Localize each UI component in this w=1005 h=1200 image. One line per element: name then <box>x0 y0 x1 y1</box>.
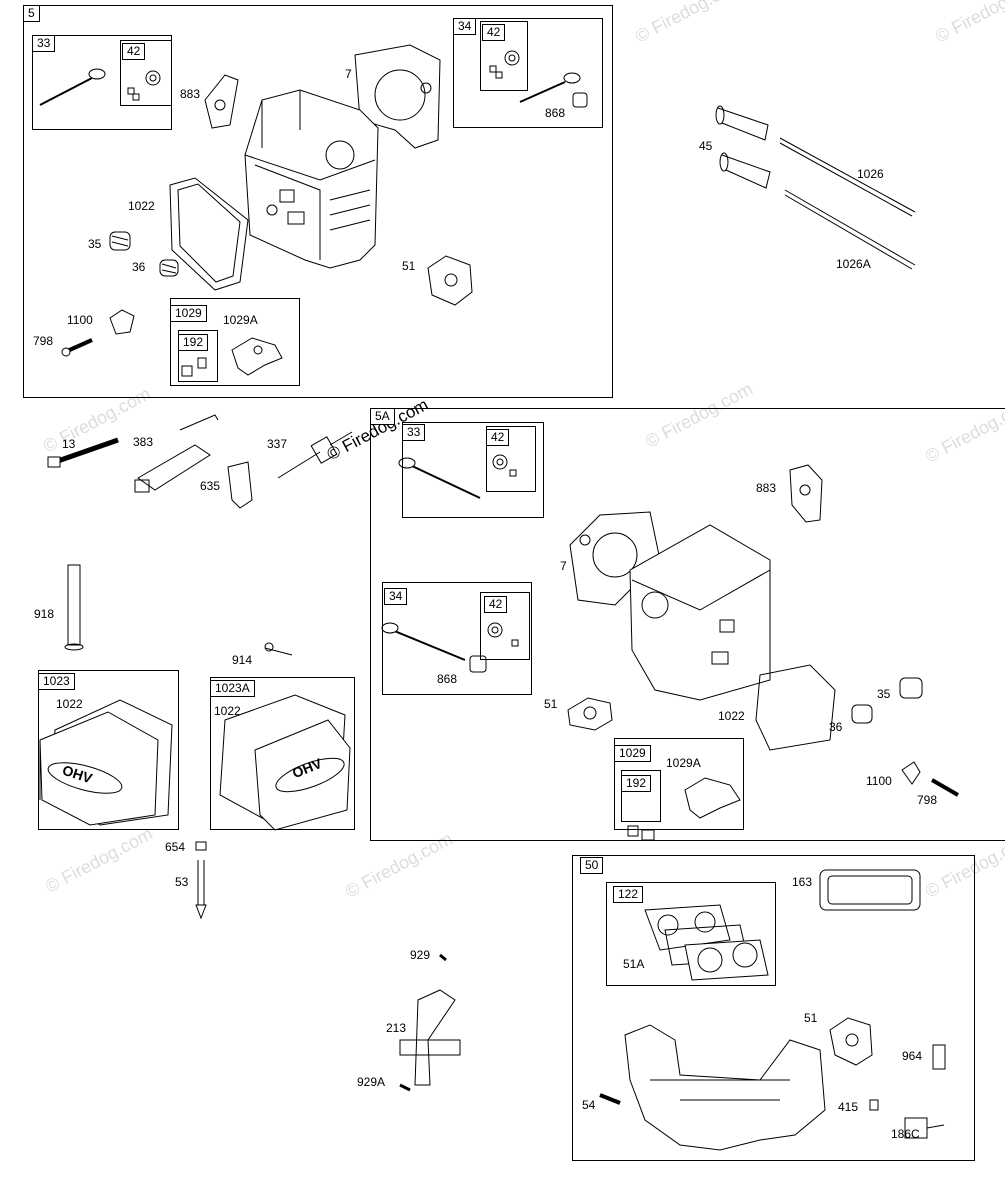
kit-label: 192 <box>621 775 652 792</box>
section-50-box <box>572 855 975 1161</box>
part-number: 51 <box>804 1011 818 1025</box>
kit-1023-box <box>38 670 179 830</box>
part-number: 35 <box>88 237 102 251</box>
part-number: 186C <box>891 1127 920 1141</box>
part-number: 337 <box>267 437 288 451</box>
part-number: 635 <box>200 479 221 493</box>
part-number: 213 <box>386 1021 407 1035</box>
part-number: 654 <box>165 840 186 854</box>
kit-192-box <box>178 330 218 382</box>
part-number: 1022 <box>128 199 155 213</box>
valve-cover-1023 <box>39 699 173 826</box>
part-number: 918 <box>34 607 55 621</box>
cylinder-head-assembly-1 <box>39 44 588 377</box>
kit-1029-box <box>614 738 744 830</box>
kit-42-box <box>480 21 528 91</box>
kit-label: 122 <box>613 886 644 903</box>
section-5a-box <box>370 408 1005 841</box>
part-number: 798 <box>33 334 54 348</box>
part-number: 964 <box>902 1049 923 1063</box>
part-number: 7 <box>345 67 352 81</box>
kit-1023a-box <box>210 677 355 830</box>
part-number: 53 <box>175 875 189 889</box>
part-number: 798 <box>917 793 938 807</box>
kit-label: 42 <box>122 43 146 60</box>
kit-label: 1029 <box>614 745 651 762</box>
kit-1029-box <box>170 298 300 386</box>
kit-42-box <box>120 40 172 106</box>
part-number: 929 <box>410 948 431 962</box>
section-50-label: 50 <box>580 857 604 874</box>
kit-42-box <box>486 426 536 492</box>
part-number: 1029A <box>666 756 701 770</box>
kit-122-box <box>606 882 776 986</box>
kit-label: 1029 <box>170 305 207 322</box>
part-number: 383 <box>133 435 154 449</box>
misc-parts <box>47 414 353 920</box>
part-number: 54 <box>582 1098 596 1112</box>
kit-label: 34 <box>453 18 477 35</box>
cylinder-head-assembly-2 <box>381 454 959 841</box>
part-number: 1022 <box>214 704 241 718</box>
part-number: 35 <box>877 687 891 701</box>
part-number: 45 <box>699 139 713 153</box>
part-number: 163 <box>792 875 813 889</box>
part-number: 1026 <box>857 167 884 181</box>
section-5a-label: 5A <box>370 408 395 425</box>
section-5-box <box>23 5 613 398</box>
part-number: 1022 <box>718 709 745 723</box>
part-number: 7 <box>560 559 567 573</box>
part-number: 36 <box>829 720 843 734</box>
part-number: 883 <box>756 481 777 495</box>
part-number: 13 <box>62 437 76 451</box>
part-number: 415 <box>838 1100 859 1114</box>
part-number: 51A <box>623 957 645 971</box>
section-5-label: 5 <box>23 5 40 22</box>
kit-192-box <box>621 770 661 822</box>
part-number: 883 <box>180 87 201 101</box>
kit-label: 42 <box>482 24 506 41</box>
kit-label: 1023A <box>210 680 255 697</box>
part-number: 1022 <box>56 697 83 711</box>
part-number: 1100 <box>866 774 892 788</box>
kit-label: 33 <box>32 35 56 52</box>
kit-33-box <box>402 422 544 518</box>
kit-label: 42 <box>486 429 510 446</box>
part-number: 51 <box>544 697 558 711</box>
part-number: 36 <box>132 260 146 274</box>
part-number: 929A <box>357 1075 386 1089</box>
valve-cover-1023A <box>219 694 351 831</box>
kit-34-box <box>453 18 603 128</box>
part-number: 914 <box>232 653 253 667</box>
kit-label: 42 <box>484 596 508 613</box>
part-number: 1100 <box>67 313 93 327</box>
kit-34-box <box>382 582 532 695</box>
part-number: 1029A <box>223 313 258 327</box>
kit-42-box <box>480 592 530 660</box>
bracket-213 <box>399 953 461 1092</box>
kit-label: 34 <box>384 588 408 605</box>
kit-label: 1023 <box>38 673 75 690</box>
part-number: 51 <box>402 259 416 273</box>
kit-label: 192 <box>178 334 209 351</box>
intake-manifold-assembly <box>599 869 946 1151</box>
push-rods <box>715 105 916 270</box>
part-number: 1026A <box>836 257 871 271</box>
part-number: 868 <box>437 672 458 686</box>
kit-label: 33 <box>402 424 426 441</box>
part-number: 868 <box>545 106 566 120</box>
